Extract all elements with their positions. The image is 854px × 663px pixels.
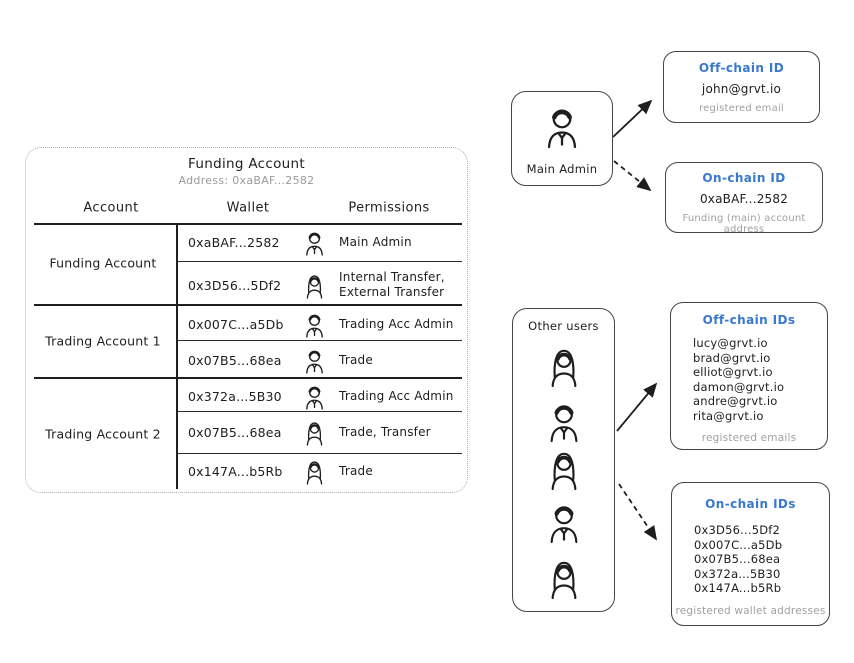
table-row: 0x07B5...68ea Trade, Transfer — [188, 414, 466, 450]
man-avatar-icon — [305, 231, 324, 256]
man-avatar-icon — [305, 385, 324, 410]
onchain-id-value: 0xaBAF...2582 — [699, 192, 789, 206]
wallet-address: 0x147A...b5Rb — [188, 463, 283, 479]
email-item: elliot@grvt.io — [693, 365, 773, 380]
email-list: lucy@grvt.io brad@grvt.io elliot@grvt.io… — [693, 336, 817, 424]
table-row: 0xaBAF...2582 Main Admin — [188, 224, 466, 260]
permissions-value: Trade — [339, 463, 373, 478]
account-group-label: Trading Account 1 — [45, 333, 161, 349]
woman-avatar-icon — [306, 274, 323, 299]
onchain-ids-note: registered wallet addresses — [675, 605, 826, 617]
table-subtitle: Address: 0xaBAF...2582 — [178, 174, 315, 187]
main-admin-label: Main Admin — [526, 162, 598, 176]
wallet-address: 0xaBAF...2582 — [188, 234, 280, 250]
column-header-permissions: Permissions — [348, 200, 430, 216]
table-row: 0x07B5...68ea Trade — [188, 342, 466, 378]
column-header-account: Account — [83, 200, 139, 216]
wallet-address: 0x372a...5B30 — [188, 388, 282, 404]
arrow-main-admin-to-onchain-id — [613, 160, 652, 192]
address-item: 0x007C...a5Db — [694, 537, 783, 552]
offchain-id-title: Off-chain ID — [698, 61, 785, 75]
offchain-ids-card: Off-chain IDs lucy@grvt.io brad@grvt.io … — [670, 302, 828, 450]
group-divider-2 — [34, 377, 462, 379]
email-item: brad@grvt.io — [693, 350, 771, 365]
column-divider — [176, 223, 178, 489]
arrow-users-to-onchain-ids — [618, 483, 658, 541]
email-item: lucy@grvt.io — [693, 336, 768, 350]
other-users-card: Other users — [512, 308, 615, 612]
permissions-value: Trading Acc Admin — [339, 316, 454, 331]
address-item: 0x07B5...68ea — [694, 552, 781, 567]
header-divider — [34, 223, 462, 225]
permissions-value: Internal Transfer, External Transfer — [339, 270, 445, 299]
table-row: 0x147A...b5Rb Trade — [188, 453, 466, 489]
permissions-value: Trade, Transfer — [339, 424, 431, 439]
email-item: damon@grvt.io — [693, 379, 785, 394]
email-item: rita@grvt.io — [693, 408, 764, 423]
table-row: 0x372a...5B30 Trading Acc Admin — [188, 378, 466, 414]
permissions-value: Main Admin — [339, 234, 412, 249]
onchain-ids-title: On-chain IDs — [705, 497, 796, 511]
woman-avatar-icon — [550, 451, 577, 491]
man-avatar-icon — [544, 399, 584, 443]
account-group-label: Funding Account — [49, 255, 157, 271]
woman-avatar-icon — [550, 560, 577, 600]
onchain-id-card: On-chain ID 0xaBAF...2582 Funding (main)… — [665, 162, 823, 235]
woman-avatar-icon — [306, 421, 323, 446]
onchain-id-title: On-chain ID — [702, 171, 786, 185]
onchain-ids-card: On-chain IDs 0x3D56...5Df2 0x007C...a5Db… — [671, 482, 830, 626]
arrow-users-to-offchain-ids — [616, 382, 658, 432]
table-row: 0x3D56...5Df2 Internal Transfer, Externa… — [188, 267, 466, 303]
permissions-value: Trading Acc Admin — [339, 388, 454, 403]
wallet-address: 0x3D56...5Df2 — [188, 277, 282, 293]
offchain-id-note: registered email — [699, 103, 784, 114]
woman-avatar-icon — [550, 349, 577, 388]
offchain-id-card: Off-chain ID john@grvt.io registered ema… — [663, 51, 820, 123]
wallet-address: 0x07B5...68ea — [188, 424, 282, 440]
main-admin-card: Main Admin — [511, 91, 613, 186]
onchain-id-note: Funding (main) account address — [682, 213, 806, 235]
group-divider-1 — [34, 304, 462, 306]
man-avatar-icon — [305, 313, 324, 338]
funding-account-table-card: Funding Account Address: 0xaBAF...2582 A… — [25, 147, 468, 493]
email-item: andre@grvt.io — [693, 394, 778, 409]
woman-avatar-icon — [306, 460, 323, 485]
offchain-ids-title: Off-chain IDs — [702, 313, 796, 327]
address-item: 0x372a...5B30 — [694, 566, 781, 581]
other-users-label: Other users — [528, 319, 599, 333]
arrow-main-admin-to-offchain-id — [612, 99, 653, 138]
table-title: Funding Account — [188, 156, 305, 172]
account-group-label: Trading Account 2 — [45, 426, 161, 442]
permissions-value: Trade — [339, 352, 373, 367]
wallet-address: 0x07B5...68ea — [188, 352, 282, 368]
address-list: 0x3D56...5Df2 0x007C...a5Db 0x07B5...68e… — [694, 523, 819, 596]
man-avatar-icon — [544, 500, 584, 544]
wallet-address: 0x007C...a5Db — [188, 316, 284, 332]
man-avatar-icon — [305, 349, 324, 374]
offchain-ids-note: registered emails — [701, 432, 797, 444]
row-divider — [177, 411, 462, 413]
offchain-id-value: john@grvt.io — [701, 82, 782, 96]
row-divider — [177, 453, 462, 455]
man-avatar-icon — [541, 103, 583, 149]
row-divider — [177, 340, 462, 342]
row-divider — [177, 261, 462, 263]
address-item: 0x3D56...5Df2 — [694, 523, 781, 537]
column-header-wallet: Wallet — [226, 200, 270, 216]
table-row: 0x007C...a5Db Trading Acc Admin — [188, 306, 466, 342]
address-item: 0x147A...b5Rb — [694, 581, 782, 596]
